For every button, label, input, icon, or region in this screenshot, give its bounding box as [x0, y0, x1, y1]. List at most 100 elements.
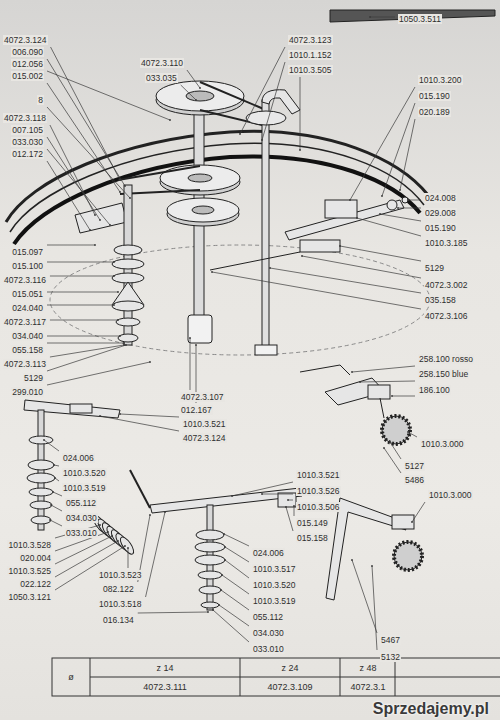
leader-line — [181, 85, 196, 100]
part-table — [52, 658, 500, 696]
leader-tip — [383, 447, 385, 449]
callout-number: 024.006 — [62, 453, 95, 463]
callout-number: 055.158 — [11, 345, 44, 355]
leader-line — [100, 416, 179, 431]
callout-number: 024.006 — [252, 548, 285, 558]
table-cell: z 14 — [155, 663, 174, 673]
leader-line — [288, 500, 293, 501]
callout-number: 4072.3.118 — [3, 113, 47, 123]
leader-line — [382, 103, 415, 196]
washer — [199, 586, 221, 594]
leader-tip — [113, 275, 115, 277]
right-arm-assembly — [210, 197, 408, 270]
leader-tip — [285, 506, 287, 508]
leader-tip — [207, 611, 209, 613]
callout-number: 1010.3.000 — [420, 439, 465, 449]
arm — [285, 200, 404, 240]
callout-number: 1010.3.521 — [296, 470, 341, 480]
leader-tip — [52, 491, 54, 493]
callout-number: 4072.3.107 — [180, 392, 225, 402]
leader-line — [190, 338, 191, 390]
callout-number: 055.112 — [65, 498, 97, 508]
table-cell: z 24 — [280, 663, 299, 673]
callout-number: 006.090 — [11, 47, 44, 57]
washer — [195, 542, 225, 552]
clamp-block — [70, 404, 92, 413]
callout-number: 186.100 — [418, 385, 451, 395]
leader-tip — [113, 304, 115, 306]
leader-tip — [369, 16, 371, 18]
leader-tip — [117, 291, 119, 293]
leader-line — [294, 506, 295, 516]
leader-tip — [89, 229, 91, 231]
leader-tip — [359, 381, 361, 383]
left-lower-assembly — [24, 400, 136, 556]
callout-number: 258.100 rosso — [418, 354, 474, 364]
callout-number: 034.040 — [11, 331, 44, 341]
leader-line — [47, 161, 90, 230]
callout-number: 015.190 — [424, 223, 457, 233]
leader-tip — [119, 191, 121, 193]
callout-number: 055.112 — [252, 612, 284, 622]
leader-tip — [407, 199, 409, 201]
left-upper-assembly — [75, 185, 144, 345]
leader-line — [47, 83, 120, 192]
leader-line — [232, 482, 293, 496]
callout-number: 022.122 — [19, 579, 52, 589]
callout-number: 4072.3.123 — [288, 35, 333, 45]
callout-number: 012.056 — [11, 59, 44, 69]
leader-line — [352, 366, 415, 372]
washer — [30, 501, 52, 509]
callout-number: 020.189 — [418, 107, 451, 117]
pulleys — [118, 81, 300, 355]
leader-line — [50, 520, 62, 526]
leader-tip — [339, 245, 341, 247]
callout-number: 024.040 — [11, 303, 44, 313]
leader-line — [219, 605, 249, 626]
leader-tip — [111, 535, 113, 537]
leader-tip — [127, 547, 129, 549]
leader-line — [370, 17, 395, 18]
leader-line — [146, 512, 165, 597]
center-lower-assembly — [130, 470, 302, 610]
rod — [210, 252, 300, 270]
leader-line — [50, 320, 118, 321]
leader-tip — [349, 199, 351, 201]
leader-line — [55, 525, 100, 538]
leader-tip — [261, 139, 263, 141]
washer — [196, 530, 224, 540]
leader-tip — [99, 219, 101, 221]
leader-tip — [50, 504, 52, 506]
callout-number: 1010.3.518 — [98, 599, 143, 609]
leader-line — [47, 59, 125, 186]
callout-number: 5132 — [380, 652, 401, 662]
callout-number: 1010.3.520 — [252, 580, 297, 590]
leader-line — [53, 492, 62, 496]
leader-tip — [389, 441, 391, 443]
callout-number: 299.010 — [11, 387, 44, 397]
leader-tip — [94, 214, 96, 216]
leader-tip — [381, 195, 383, 197]
leader-tip — [301, 255, 303, 257]
leader-tip — [94, 244, 96, 246]
callout-number: 033.030 — [11, 137, 44, 147]
leader-tip — [169, 119, 171, 121]
callout-number: 007.105 — [11, 125, 44, 135]
leader-line — [44, 440, 59, 451]
leader-line — [47, 362, 150, 385]
leader-line — [262, 62, 285, 140]
post — [262, 100, 269, 352]
leader-tip — [397, 207, 399, 209]
clamp-block — [325, 200, 357, 218]
leader-line — [47, 292, 118, 293]
post-arm — [262, 90, 300, 114]
callout-number: 1050.3.121 — [7, 592, 52, 602]
leader-tip — [199, 87, 201, 89]
callout-number: 020.004 — [19, 553, 52, 563]
leader-line — [47, 137, 100, 220]
washer — [112, 259, 144, 269]
leader-line — [120, 414, 179, 417]
leader-line — [240, 47, 285, 134]
clip-arm — [326, 498, 406, 600]
shaft-foot — [188, 315, 212, 343]
